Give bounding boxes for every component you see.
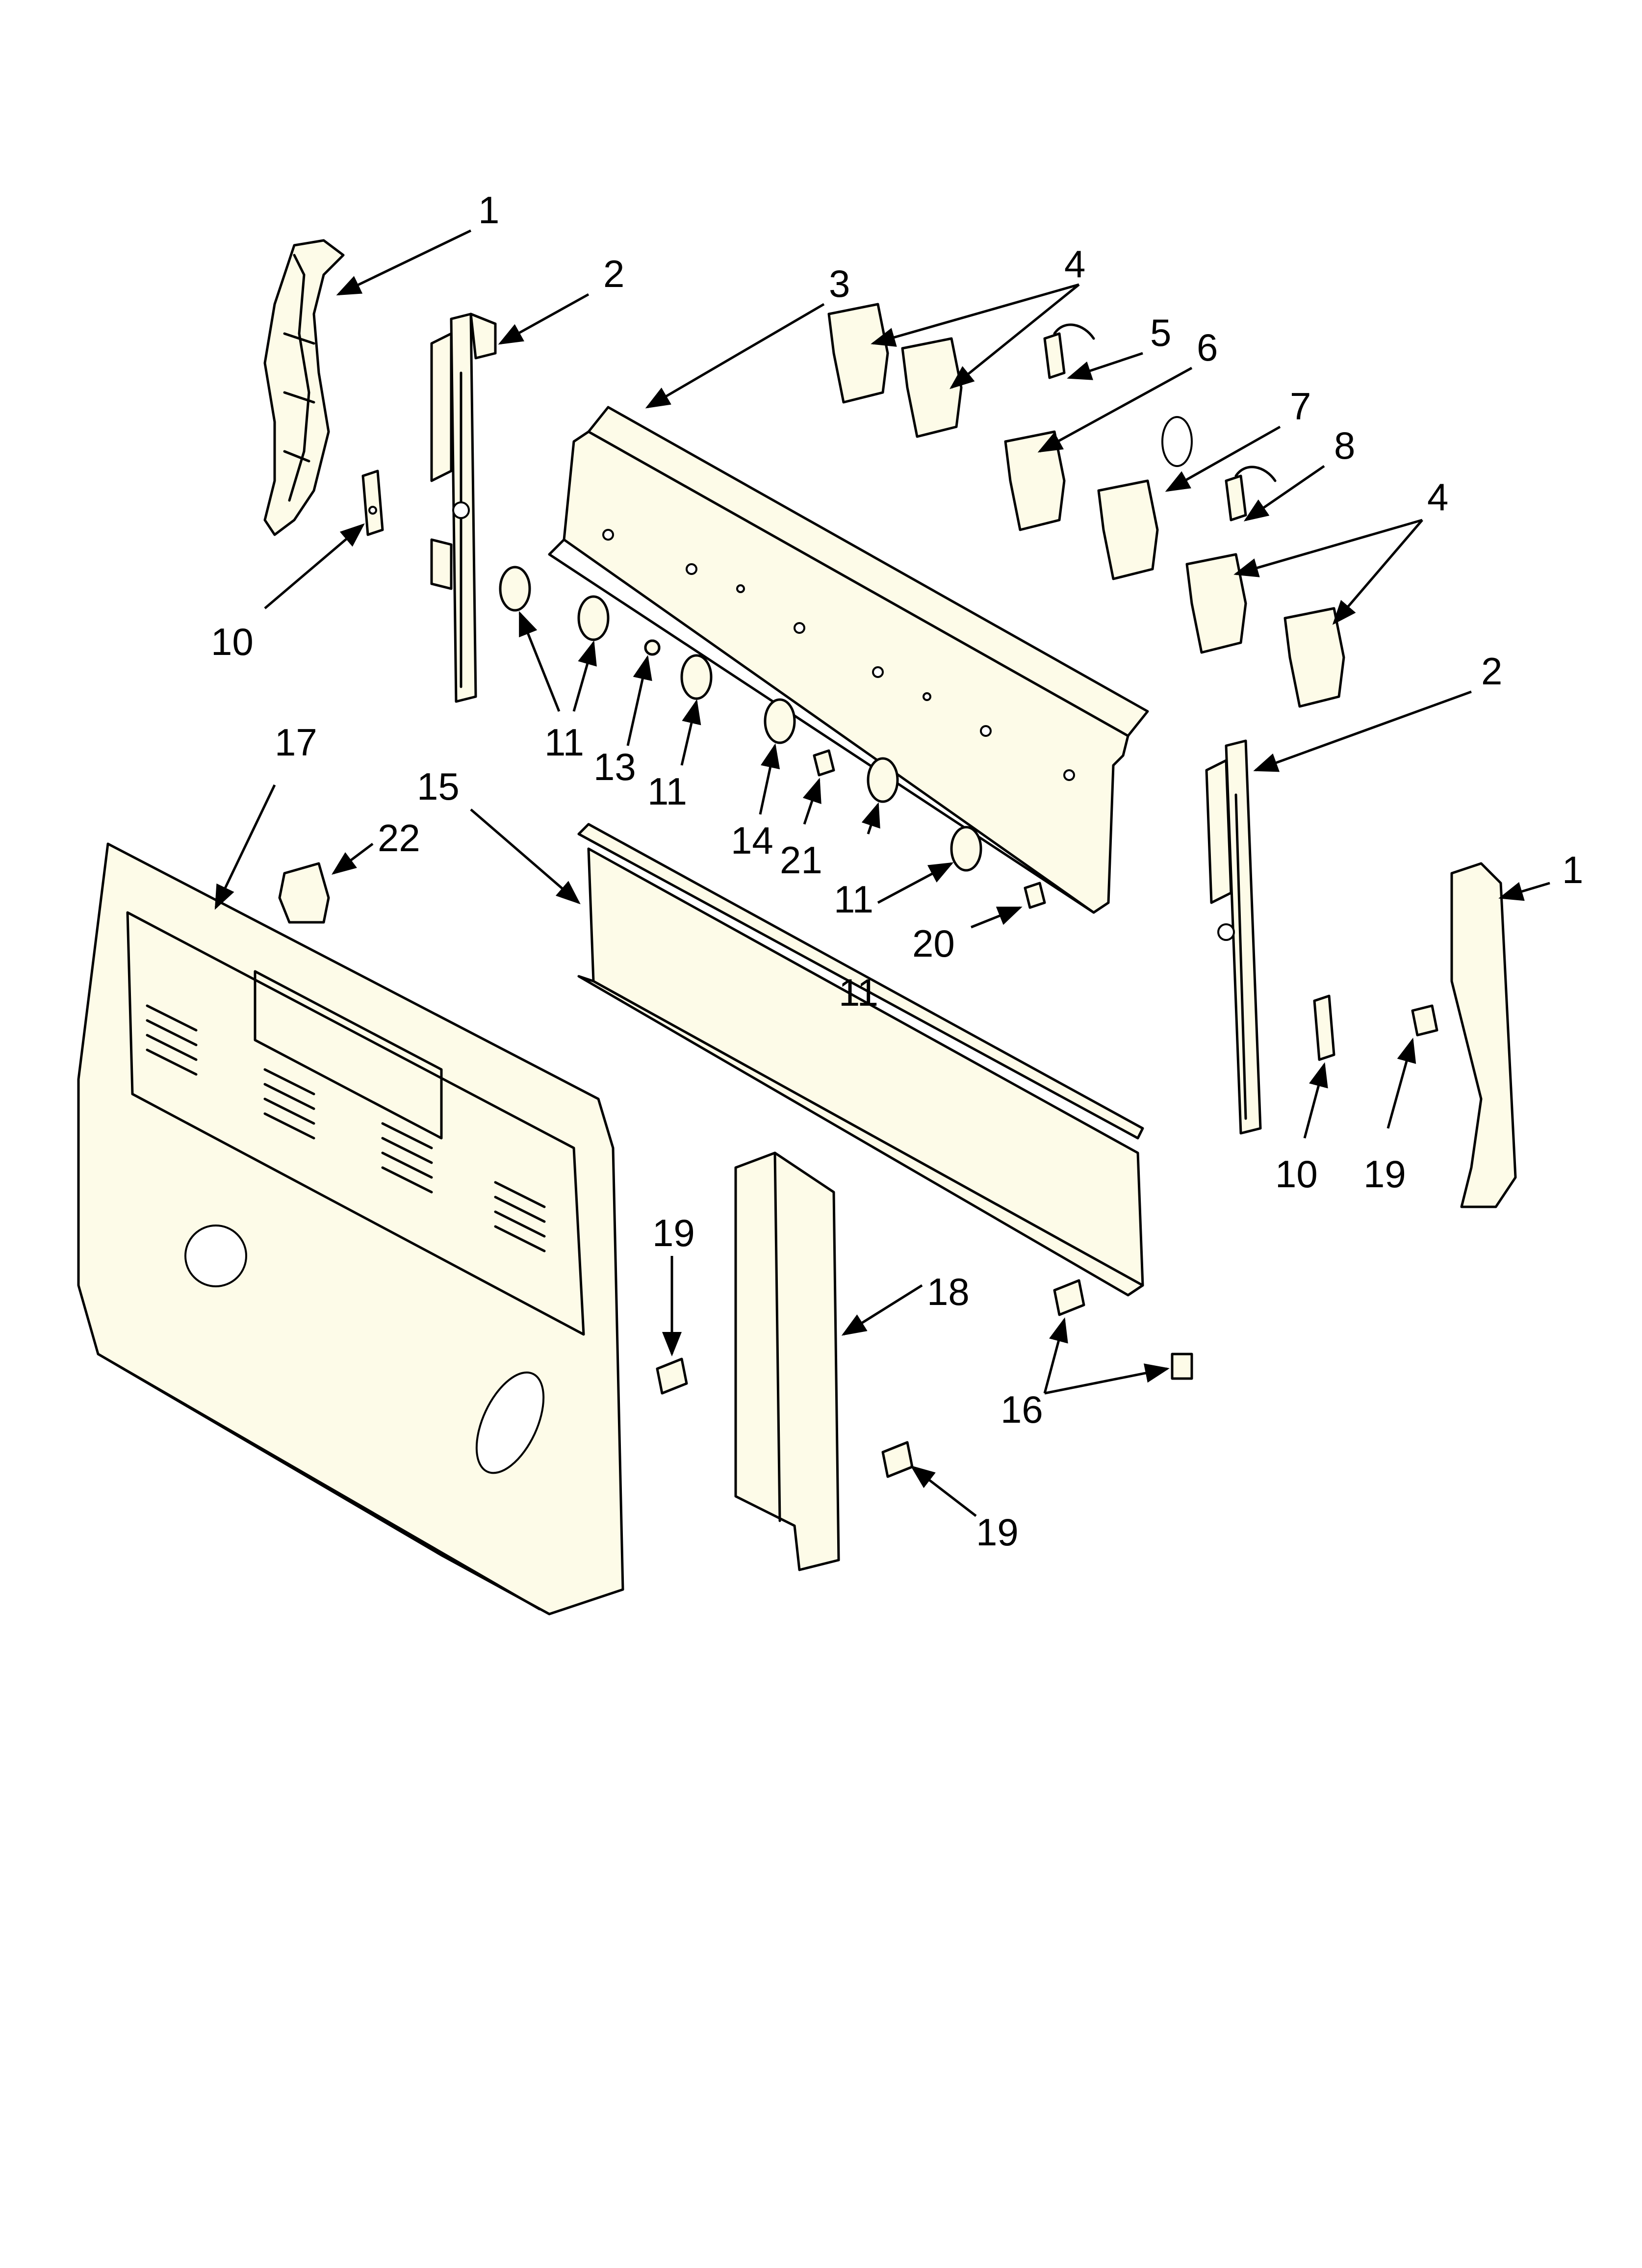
callout-11-c: 11 xyxy=(834,878,873,921)
callout-5: 5 xyxy=(1150,311,1171,354)
callout-11-d: 11 xyxy=(839,971,878,1014)
callout-19-mid: 19 xyxy=(652,1211,695,1254)
side-bracket-left xyxy=(430,313,497,703)
callout-16: 16 xyxy=(1001,1388,1043,1431)
vertical-bracket xyxy=(734,1151,840,1571)
callout-8: 8 xyxy=(1334,424,1355,467)
callout-11-b: 11 xyxy=(647,770,687,813)
callout-13: 13 xyxy=(593,745,636,788)
callout-1-right: 1 xyxy=(1562,848,1583,891)
side-bracket-right xyxy=(1205,739,1262,1135)
clip-left xyxy=(361,469,384,536)
callout-3: 3 xyxy=(829,262,850,305)
back-panel xyxy=(77,842,624,1616)
callout-15: 15 xyxy=(417,765,460,808)
callout-11-a: 11 xyxy=(544,721,584,764)
callout-4-top: 4 xyxy=(1064,242,1085,286)
callout-19-bottom: 19 xyxy=(976,1511,1019,1554)
screws-panel xyxy=(813,749,1046,909)
callout-19-right: 19 xyxy=(1363,1152,1406,1196)
callout-7: 7 xyxy=(1290,385,1311,428)
callout-2-left: 2 xyxy=(603,252,624,295)
end-cap-left xyxy=(263,239,345,536)
knobs xyxy=(499,566,982,872)
callout-10-left: 10 xyxy=(211,620,254,663)
rear-panel xyxy=(577,823,1144,1297)
callout-labels: 1 2 3 4 5 6 7 8 4 10 11 13 11 14 21 11 2… xyxy=(211,188,1583,1554)
panel-clip xyxy=(278,862,330,924)
callout-18: 18 xyxy=(927,1270,970,1313)
control-panel xyxy=(548,406,1149,914)
callout-14: 14 xyxy=(731,819,773,862)
harness-clips xyxy=(1043,323,1277,521)
callout-4-right: 4 xyxy=(1427,475,1448,519)
screws xyxy=(656,1004,1438,1478)
end-cap-right xyxy=(1450,862,1517,1208)
callout-10-right: 10 xyxy=(1275,1152,1318,1196)
callout-21: 21 xyxy=(780,838,822,882)
callout-17: 17 xyxy=(275,721,317,764)
switch-blocks xyxy=(827,303,1345,708)
callout-20: 20 xyxy=(912,922,955,965)
callout-1-top: 1 xyxy=(478,188,499,232)
clip-right xyxy=(1313,994,1335,1061)
indicator-light xyxy=(644,639,661,656)
leader-lines xyxy=(214,229,1550,1517)
callout-22: 22 xyxy=(378,816,420,860)
callout-2-right: 2 xyxy=(1481,650,1502,693)
callout-6: 6 xyxy=(1197,326,1218,369)
